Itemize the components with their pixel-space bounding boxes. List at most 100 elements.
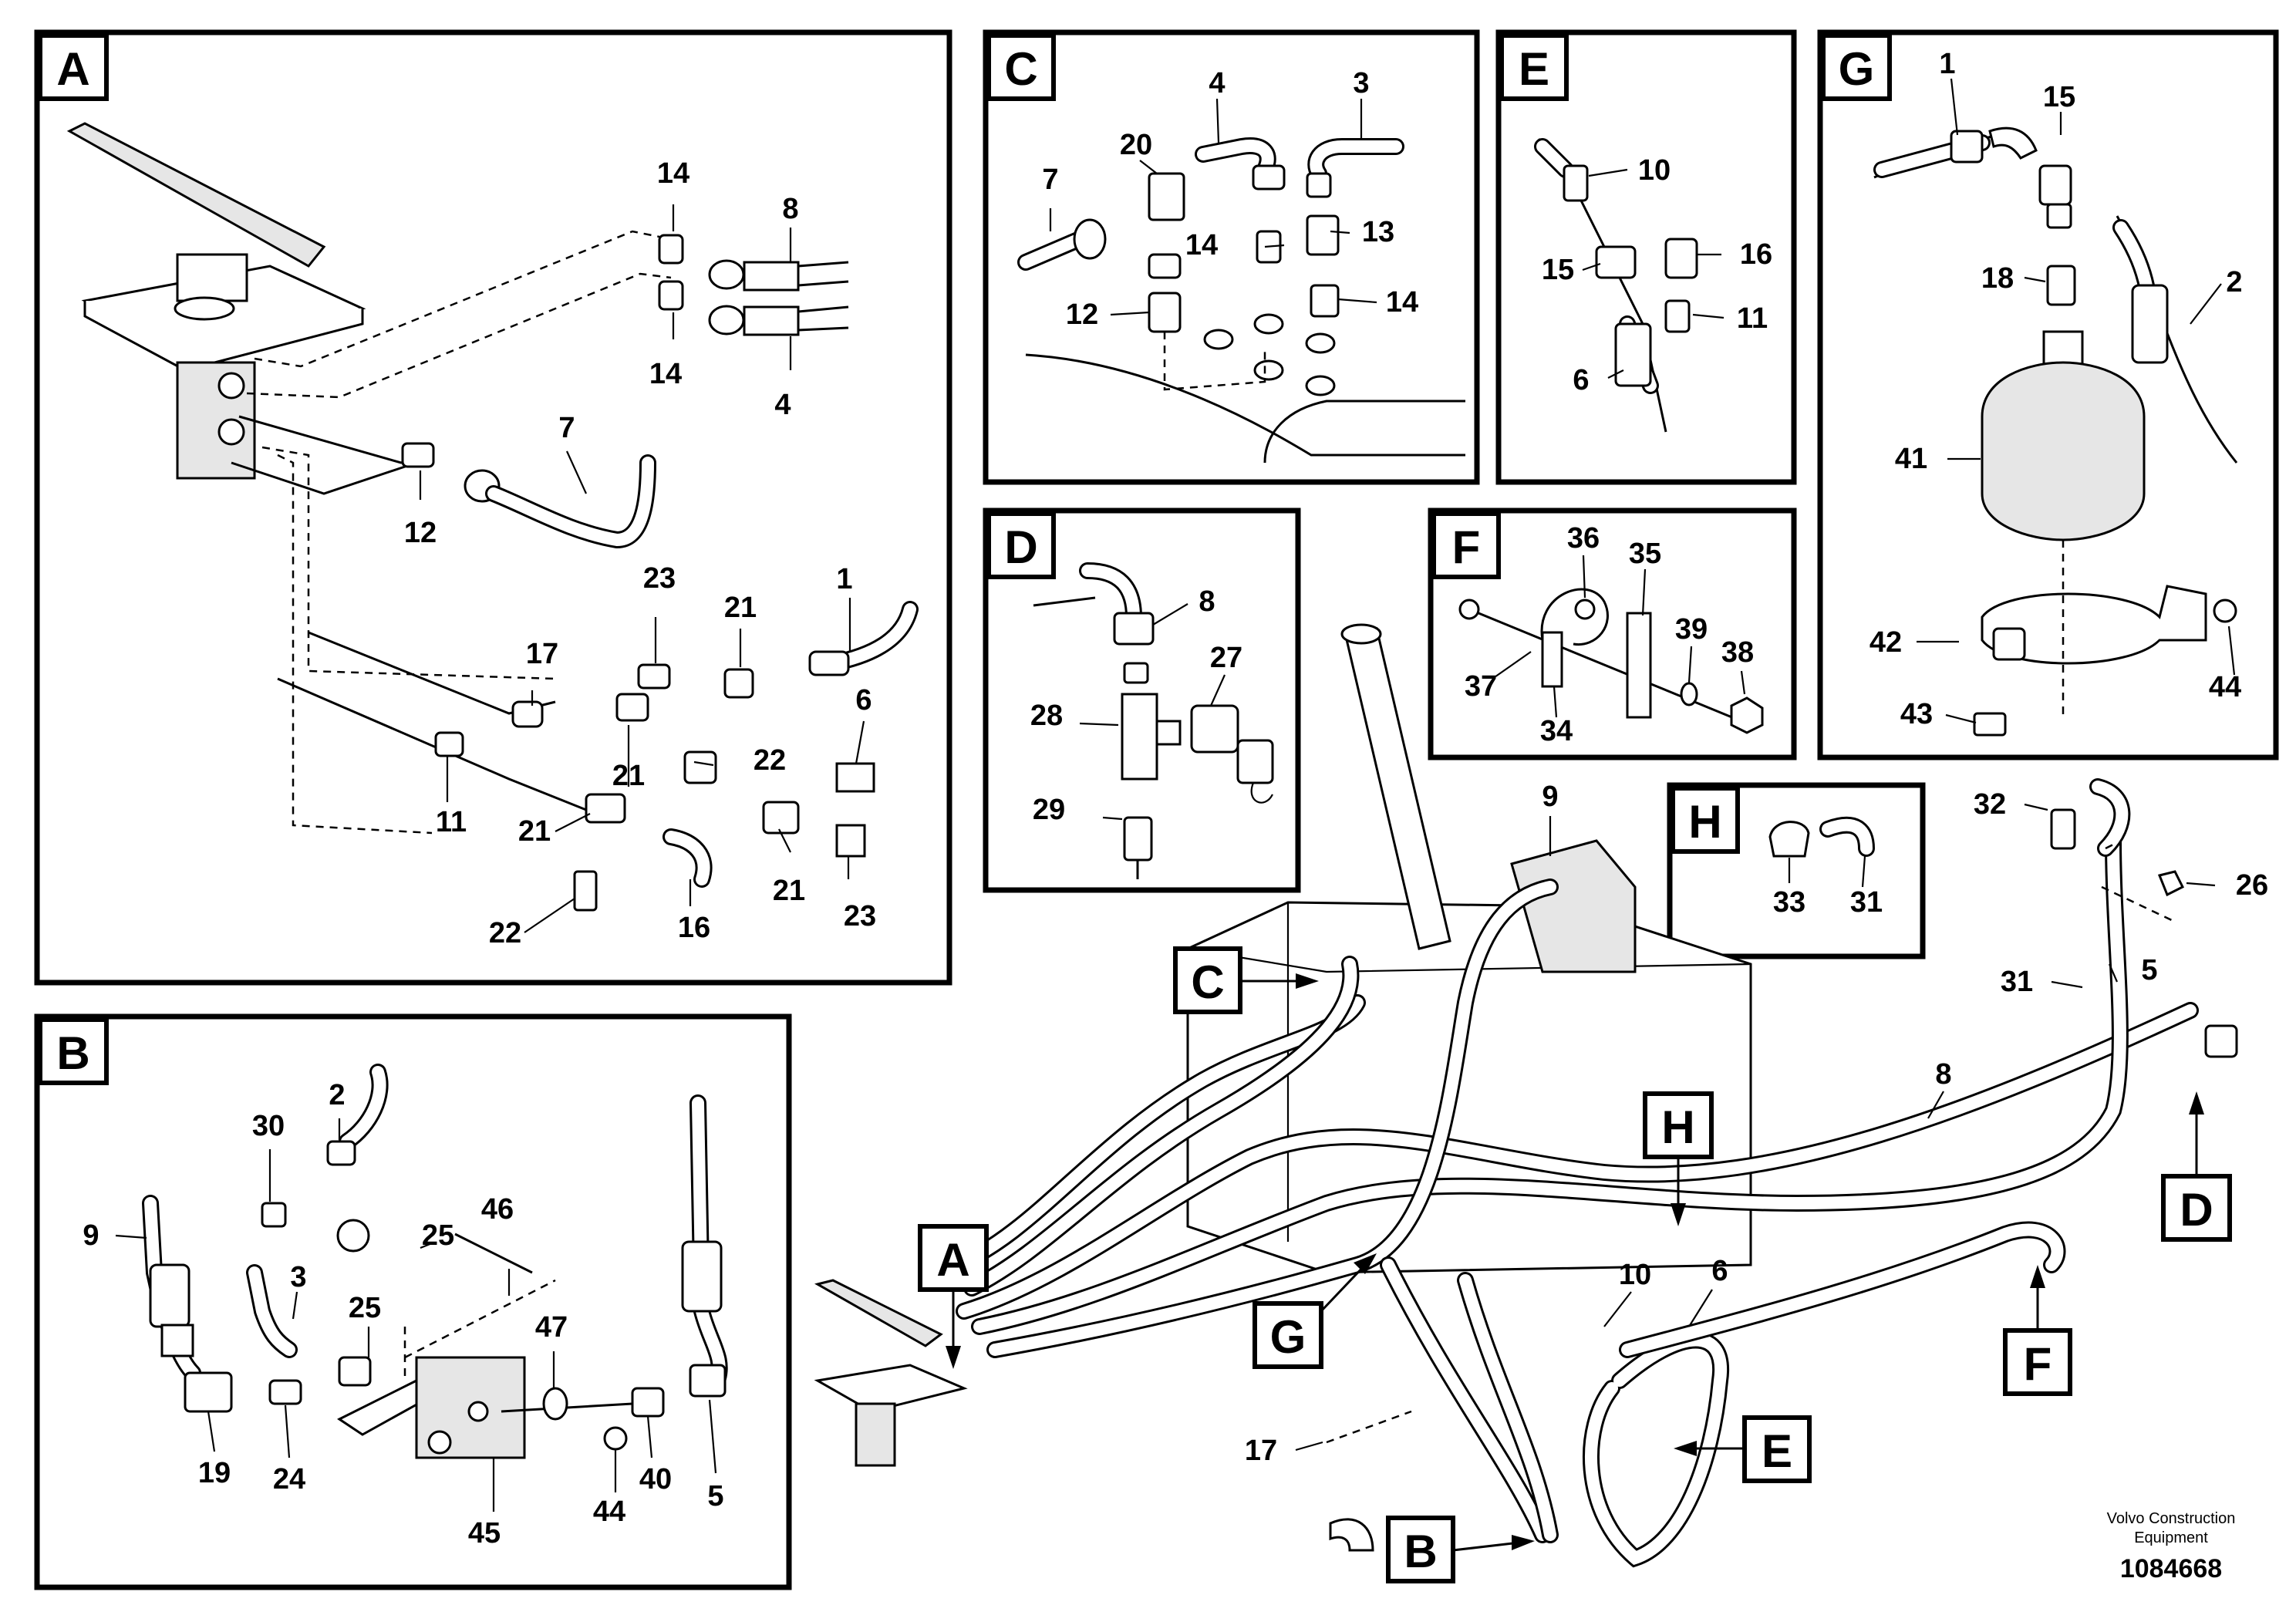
panel-e-letter: E — [1519, 43, 1549, 95]
label-b-2: 2 — [329, 1079, 345, 1111]
panel-a-fittings — [401, 234, 919, 912]
panel-f-letter: F — [1452, 521, 1481, 573]
panel-d-frame — [983, 508, 1301, 893]
callout-a-box — [918, 1224, 989, 1292]
callout-g: G — [1270, 1311, 1306, 1363]
label-c-7: 7 — [1042, 164, 1058, 196]
overview-labels: 9 32 26 31 5 8 10 6 17 — [1245, 781, 2268, 1467]
panel-c-frame — [983, 29, 1480, 485]
panel-c: C 4 — [983, 29, 1480, 485]
panel-b-frame — [34, 1013, 792, 1590]
panel-b-letter: B — [56, 1027, 89, 1079]
label-c-20: 20 — [1120, 129, 1152, 161]
panel-a-labels: 14 8 14 4 7 12 23 21 1 17 21 22 6 11 21 … — [404, 157, 876, 949]
label-b-25: 25 — [422, 1219, 454, 1252]
panel-e-tag — [1499, 33, 1569, 101]
label-a-22: 22 — [754, 744, 786, 777]
label-g-18: 18 — [1981, 262, 2014, 295]
label-c-13: 13 — [1362, 216, 1394, 248]
label-d-27: 27 — [1210, 642, 1242, 674]
overview-illustration — [814, 623, 2238, 1568]
callout-g-box — [1253, 1301, 1323, 1369]
callout-h: H — [1661, 1101, 1694, 1153]
label-c-4: 4 — [1209, 67, 1225, 99]
label-e-6: 6 — [1573, 364, 1589, 396]
label-a-23b: 23 — [844, 900, 876, 932]
label-c-14: 14 — [1185, 229, 1218, 261]
callout-b-box — [1386, 1516, 1455, 1583]
label-e-10: 10 — [1638, 154, 1671, 187]
label-h-31: 31 — [1850, 886, 1883, 919]
panel-g-frame — [1817, 29, 2279, 760]
label-h-33: 33 — [1773, 886, 1805, 919]
overview-label-9: 9 — [1542, 781, 1558, 813]
overview-label-8: 8 — [1935, 1058, 1951, 1091]
panel-a: A — [34, 29, 952, 986]
label-f-36: 36 — [1567, 522, 1600, 555]
panel-d-illustration — [1033, 562, 1274, 879]
overview-label-31: 31 — [2001, 966, 2033, 998]
label-e-11: 11 — [1737, 302, 1768, 335]
label-b-24: 24 — [273, 1463, 305, 1496]
label-a-8: 8 — [782, 193, 798, 225]
panel-e-illustration — [1534, 138, 1698, 433]
panel-a-letter: A — [56, 43, 89, 95]
callout-f: F — [2024, 1338, 2052, 1390]
footer: Volvo Construction Equipment 1084668 — [2107, 1510, 2236, 1583]
label-a-17: 17 — [526, 638, 558, 670]
panel-a-tag — [38, 33, 109, 101]
label-a-1: 1 — [836, 563, 852, 595]
panel-h-letter: H — [1688, 796, 1721, 848]
panel-f-illustration — [1458, 588, 1764, 734]
callout-h-box — [1643, 1091, 1714, 1159]
label-a-12: 12 — [404, 517, 437, 549]
overview-label-10: 10 — [1619, 1259, 1651, 1291]
brand-line-2: Equipment — [2134, 1529, 2208, 1546]
overview-label-17: 17 — [1245, 1435, 1277, 1467]
label-a-14b: 14 — [649, 358, 682, 390]
label-a-16: 16 — [678, 912, 710, 944]
label-g-41: 41 — [1895, 443, 1927, 475]
panel-f-frame — [1428, 508, 1797, 760]
panel-h-labels: 33 31 — [1773, 886, 1883, 919]
label-c-14b: 14 — [1386, 286, 1418, 319]
panel-b-tag — [38, 1017, 109, 1085]
panel-h-tag — [1671, 786, 1740, 854]
panel-c-letter: C — [1004, 43, 1037, 95]
panel-c-tag — [986, 33, 1056, 101]
label-b-30: 30 — [252, 1110, 285, 1142]
label-c-3: 3 — [1353, 67, 1369, 99]
label-b-45: 45 — [468, 1517, 501, 1549]
label-b-5: 5 — [707, 1480, 723, 1512]
label-b-25b: 25 — [349, 1292, 381, 1324]
label-a-21: 21 — [724, 592, 757, 624]
panel-h-frame — [1667, 782, 1926, 959]
label-a-21b: 21 — [612, 760, 645, 792]
label-a-4: 4 — [774, 389, 791, 421]
panel-d-tag — [986, 511, 1056, 579]
label-b-47: 47 — [535, 1311, 568, 1344]
panel-h-illustration — [1768, 816, 1875, 858]
panel-f-tag — [1431, 511, 1501, 579]
callout-b-arrow — [1452, 1541, 1520, 1552]
panel-d-letter: D — [1004, 521, 1037, 573]
panel-b-labels: 2 30 9 25 46 3 25 47 19 24 45 44 40 5 — [83, 1079, 723, 1549]
panel-a-frame — [34, 29, 952, 986]
document-number: 1084668 — [2120, 1554, 2222, 1583]
label-a-21c: 21 — [518, 815, 551, 848]
label-d-8: 8 — [1199, 585, 1215, 618]
panel-h: H 33 31 — [1667, 782, 1926, 959]
panel-d: D 8 27 28 29 — [983, 508, 1301, 893]
label-b-44: 44 — [593, 1496, 625, 1528]
label-d-28: 28 — [1030, 700, 1063, 732]
label-e-16: 16 — [1740, 238, 1772, 271]
label-a-21d: 21 — [773, 875, 805, 907]
label-f-34: 34 — [1540, 715, 1573, 747]
label-g-2: 2 — [2226, 266, 2242, 298]
label-g-15: 15 — [2043, 81, 2075, 113]
panel-g-labels: 1 15 18 2 41 42 44 43 — [1870, 48, 2243, 730]
panel-g-illustration — [1873, 126, 2238, 737]
label-c-12: 12 — [1066, 298, 1098, 331]
label-g-1: 1 — [1939, 48, 1955, 80]
